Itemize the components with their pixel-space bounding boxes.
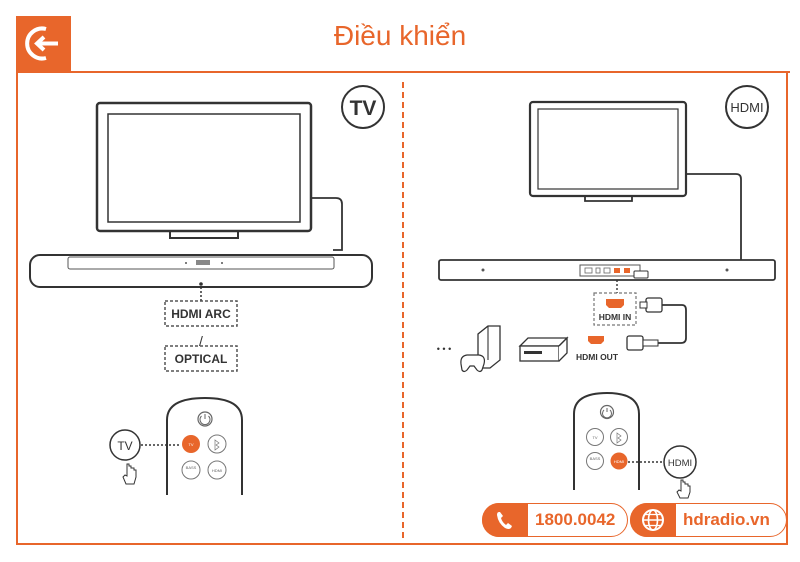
media-player-device: [518, 336, 569, 362]
tv-illustration: [95, 101, 313, 239]
tv-cable: [311, 197, 343, 251]
tv-callout-label: TV: [117, 439, 132, 453]
hdmi-plug-top: [645, 297, 663, 313]
remote-hdmi-label: HDMI: [212, 468, 222, 473]
header-divider: [16, 71, 790, 73]
content-frame: [16, 73, 788, 545]
remote-hdmi-button[interactable]: [207, 460, 227, 480]
tv-badge-circle: [341, 85, 385, 129]
remote-right-tv-button[interactable]: [586, 428, 604, 446]
bluetooth-icon-right: [616, 432, 622, 444]
hdmi-link-cable: [658, 304, 687, 344]
hand-pointer-icon-right: [676, 479, 691, 499]
hdmi-callout-circle: [663, 445, 697, 479]
remote-right-hdmi-label: HDMI: [614, 459, 624, 464]
phone-number: 1800.0042: [535, 510, 616, 529]
port-separator: /: [199, 333, 203, 349]
remote-right-tv-label: TV: [592, 435, 597, 440]
hdmi-mode-badge: HDMI: [730, 100, 763, 115]
hdmi-callout-label: HDMI: [668, 458, 692, 469]
page-title: Điều khiển: [333, 20, 467, 51]
remote-left: TV BASS HDMI: [166, 396, 243, 495]
panel-divider: [402, 82, 404, 538]
remote-tv-button-label: TV: [188, 442, 193, 447]
back-arrow-icon: [25, 26, 58, 61]
more-devices-ellipsis: • • •: [437, 344, 451, 354]
remote-right-hdmi-button[interactable]: [610, 452, 628, 470]
website-url: hdradio.vn: [683, 510, 770, 529]
tv-mode-badge: TV: [350, 97, 377, 120]
hdmi-arc-label: HDMI ARC: [171, 307, 231, 321]
globe-icon: [630, 503, 676, 537]
game-console-device: [460, 325, 501, 373]
remote-right: TV BASS HDMI: [573, 391, 640, 490]
soundbar-right: [438, 259, 776, 281]
hdmi-arc-box: [164, 300, 238, 327]
hdmi-in-box: [593, 292, 637, 326]
phone-icon: [482, 503, 528, 537]
hdmi-out-port-icon: [588, 336, 604, 344]
optical-label: OPTICAL: [175, 352, 228, 366]
website-pill[interactable]: hdradio.vn: [630, 503, 787, 537]
gamepad-icon: [460, 354, 486, 373]
optical-box: [164, 345, 238, 372]
remote-tv-button[interactable]: [182, 435, 200, 453]
remote-bass-label: BASS: [186, 465, 197, 470]
hdmi-port-icon: [606, 299, 624, 308]
phone-pill[interactable]: 1800.0042: [482, 503, 628, 537]
hdmi-plug-bottom: [626, 335, 644, 351]
remote-right-bass-button[interactable]: [586, 452, 604, 470]
back-button[interactable]: [16, 16, 71, 71]
hdmi-out-label: HDMI OUT: [576, 352, 619, 362]
hand-pointer-icon: [122, 463, 137, 485]
tv-callout-circle: [109, 429, 141, 461]
remote-right-bass-label: BASS: [590, 456, 601, 461]
hdmi-in-label: HDMI IN: [599, 312, 632, 322]
hdmi-badge-circle: [725, 85, 769, 129]
bluetooth-icon: [214, 439, 220, 451]
tv-illustration-right: [528, 100, 688, 202]
remote-bass-button[interactable]: [181, 460, 201, 480]
